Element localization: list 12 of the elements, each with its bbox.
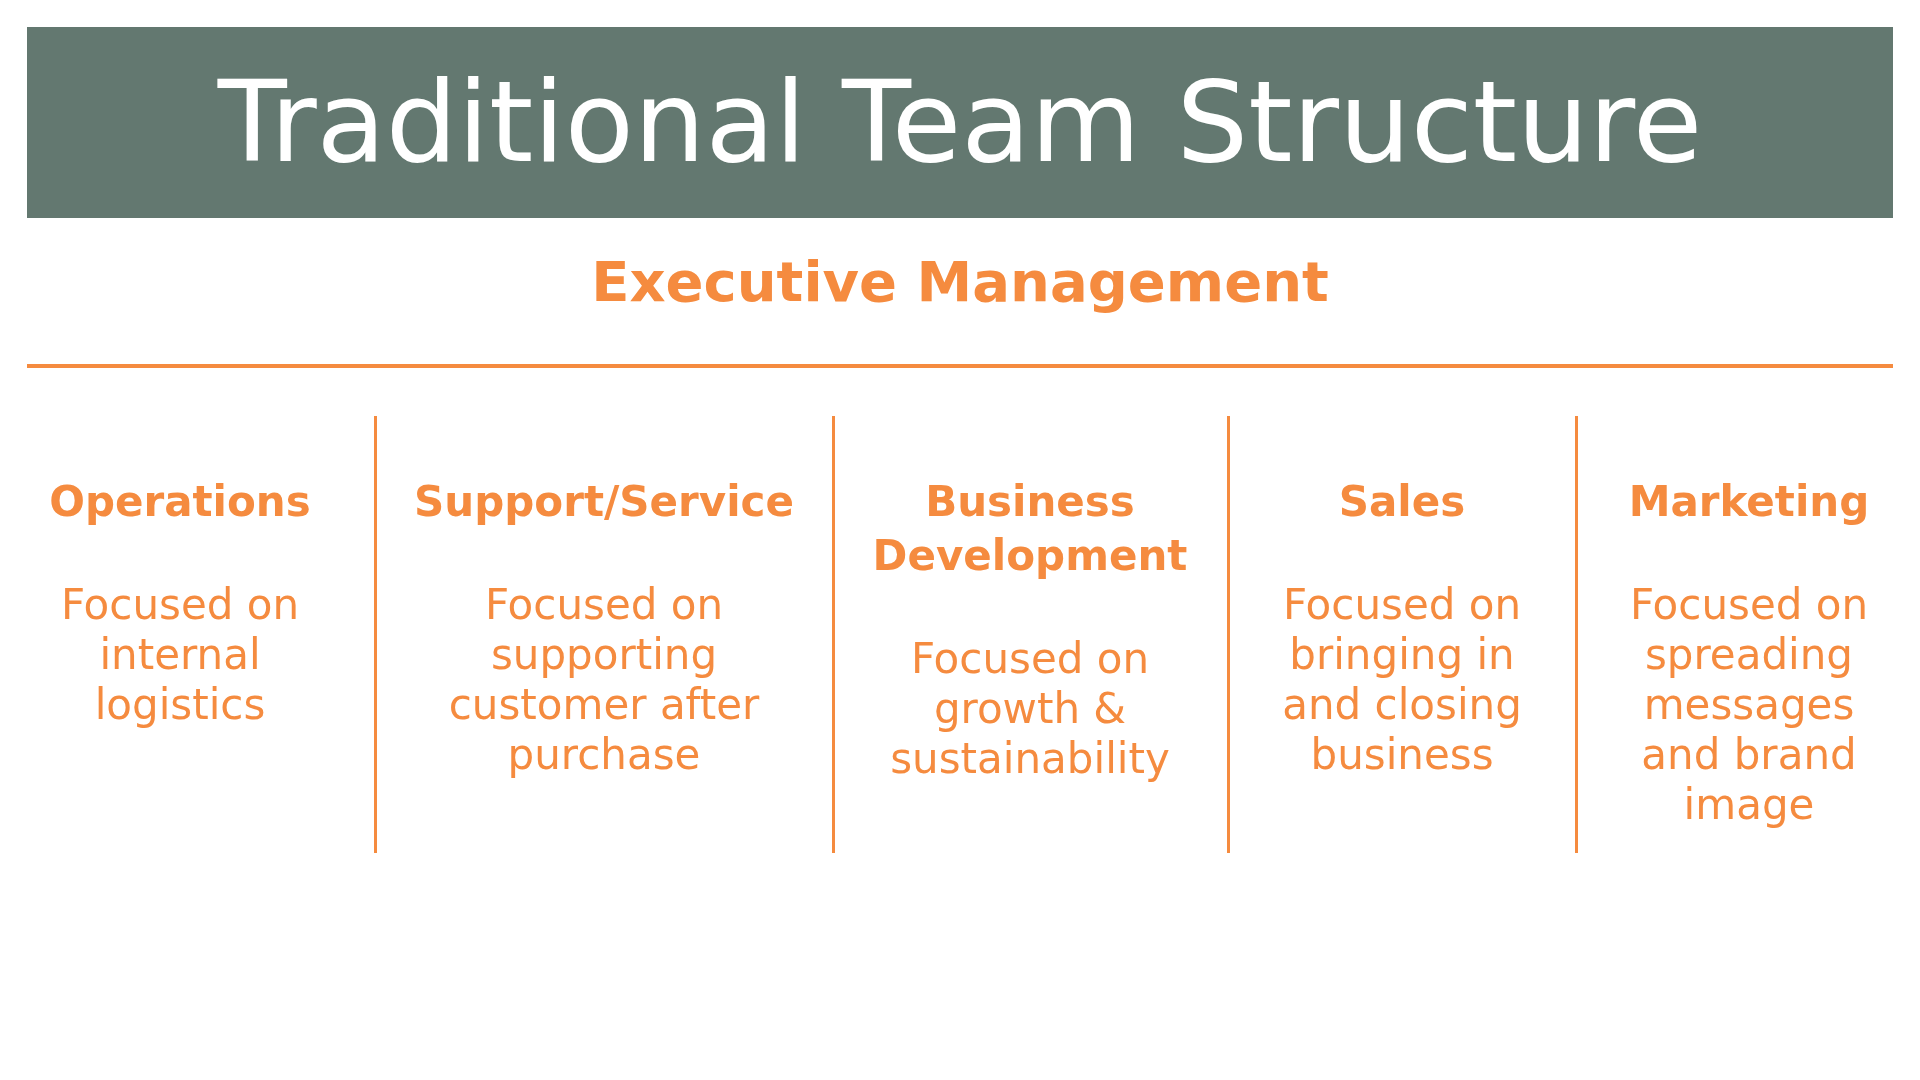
column-heading: Operations	[49, 476, 311, 528]
column-heading: Sales	[1338, 476, 1466, 528]
column-heading: Marketing	[1628, 476, 1870, 528]
column-heading: Support/Service	[414, 476, 794, 528]
column-description: Focused on spreading messages and brand image	[1628, 580, 1870, 830]
column-heading: Business Development	[871, 476, 1189, 582]
column-description: Focused on supporting customer after purchase	[447, 580, 761, 780]
title-text: Traditional Team Structure	[217, 60, 1703, 185]
section-heading: Executive Management	[591, 248, 1329, 316]
column-description: Focused on bringing in and closing business	[1281, 580, 1523, 780]
column-description: Focused on internal logistics	[59, 580, 301, 730]
column-description: Focused on growth & sustainability	[889, 634, 1171, 784]
